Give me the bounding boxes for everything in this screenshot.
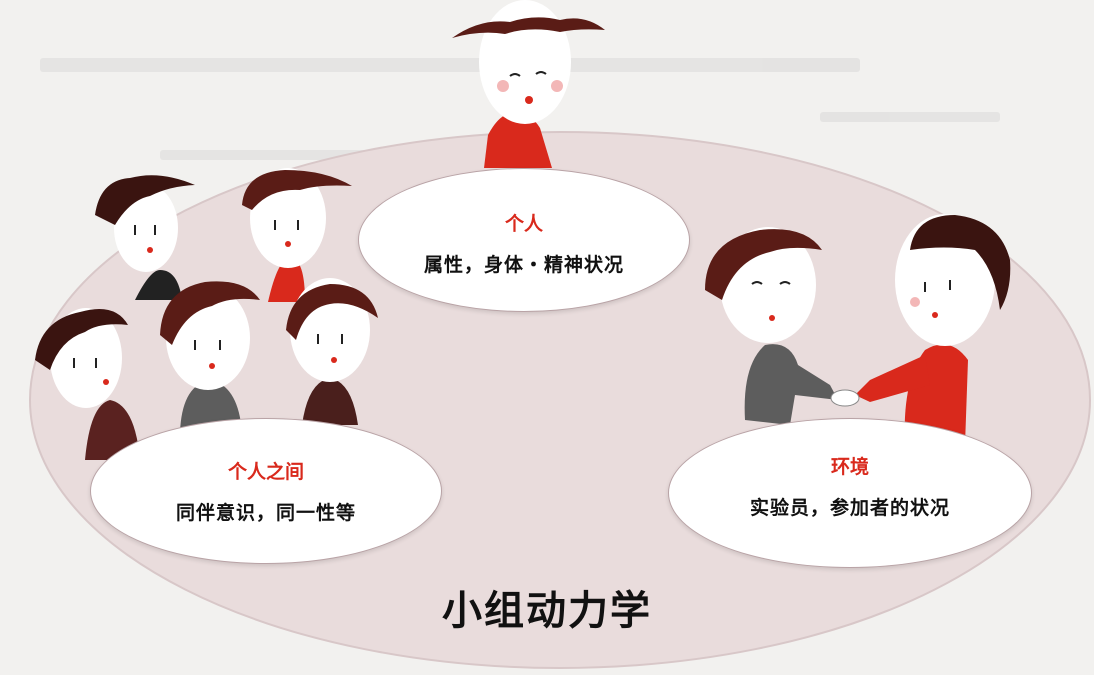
person-right-red	[855, 214, 1011, 445]
person-left-3	[35, 308, 140, 460]
person-left-4	[160, 281, 260, 432]
group-dynamics-label: 小组动力学	[442, 588, 652, 634]
environment-title: 环境	[830, 456, 869, 478]
person-top	[452, 0, 605, 168]
interpersonal-description: 同伴意识，同一性等	[175, 502, 356, 524]
individual-description: 属性，身体・精神状况	[423, 254, 624, 276]
person-right-gray	[705, 227, 838, 425]
person-left-5	[286, 278, 378, 425]
interpersonal-bubble: 个人之间 同伴意识，同一性等	[90, 418, 442, 564]
individual-title: 个人	[504, 213, 543, 235]
person-left-1	[95, 175, 195, 300]
interpersonal-title: 个人之间	[227, 461, 304, 483]
background-page-texture	[40, 58, 1000, 160]
person-left-2	[242, 168, 352, 302]
individual-bubble: 个人 属性，身体・精神状况	[358, 168, 690, 312]
environment-description: 实验员，参加者的状况	[749, 497, 950, 519]
handshake	[830, 389, 860, 407]
environment-bubble: 环境 实验员，参加者的状况	[668, 418, 1032, 568]
